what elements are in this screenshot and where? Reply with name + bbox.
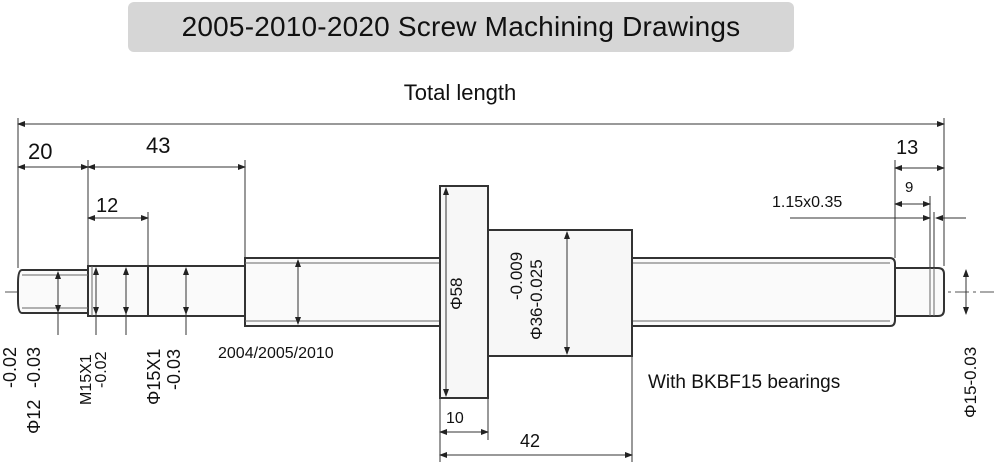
dim-13-label: 13 xyxy=(896,137,918,159)
title-banner: 2005-2010-2020 Screw Machining Drawings xyxy=(128,2,794,52)
dim-total-length xyxy=(17,118,945,268)
page-title: 2005-2010-2020 Screw Machining Drawings xyxy=(181,11,741,42)
dim-9-label: 9 xyxy=(905,179,913,196)
diameter-arrows xyxy=(55,187,969,397)
phi36-tol: -0.009 xyxy=(507,252,526,300)
dim-10-42 xyxy=(439,356,633,462)
nut-body xyxy=(487,229,633,357)
groove-label: 1.15x0.35 xyxy=(772,194,842,211)
right-journal xyxy=(894,267,945,317)
bearing-note: With BKBF15 bearings xyxy=(648,372,840,393)
bearing-seat xyxy=(147,265,246,317)
dim-43-label: 43 xyxy=(146,133,170,158)
model-note: 2004/2005/2010 xyxy=(218,345,334,362)
phi12-label: Φ12 xyxy=(24,400,44,434)
phi15-right-label: Φ15-0.03 xyxy=(961,347,980,418)
dim-12-label: 12 xyxy=(96,195,118,217)
dim-12 xyxy=(87,212,149,266)
phi12-tol-lower: -0.03 xyxy=(24,347,44,388)
phi12-tol-upper: -0.02 xyxy=(0,347,20,388)
total-length-label: Total length xyxy=(404,80,517,105)
left-journal xyxy=(17,269,89,314)
dim-42-label: 42 xyxy=(520,431,540,451)
m15-label: M15X1 xyxy=(78,354,95,405)
dim-13-9 xyxy=(790,160,966,268)
dim-20-label: 20 xyxy=(28,139,52,164)
dim-10-label: 10 xyxy=(446,410,464,427)
phi58-label: Φ58 xyxy=(447,278,466,310)
dim-20-43 xyxy=(17,160,246,268)
phi15x1-label: Φ15X1 xyxy=(144,349,164,405)
phi15x1-tol: -0.03 xyxy=(164,349,184,390)
phi36-label: Φ36-0.025 xyxy=(527,259,546,340)
m15-tol: -0.02 xyxy=(93,351,110,388)
thread-section xyxy=(87,265,149,317)
